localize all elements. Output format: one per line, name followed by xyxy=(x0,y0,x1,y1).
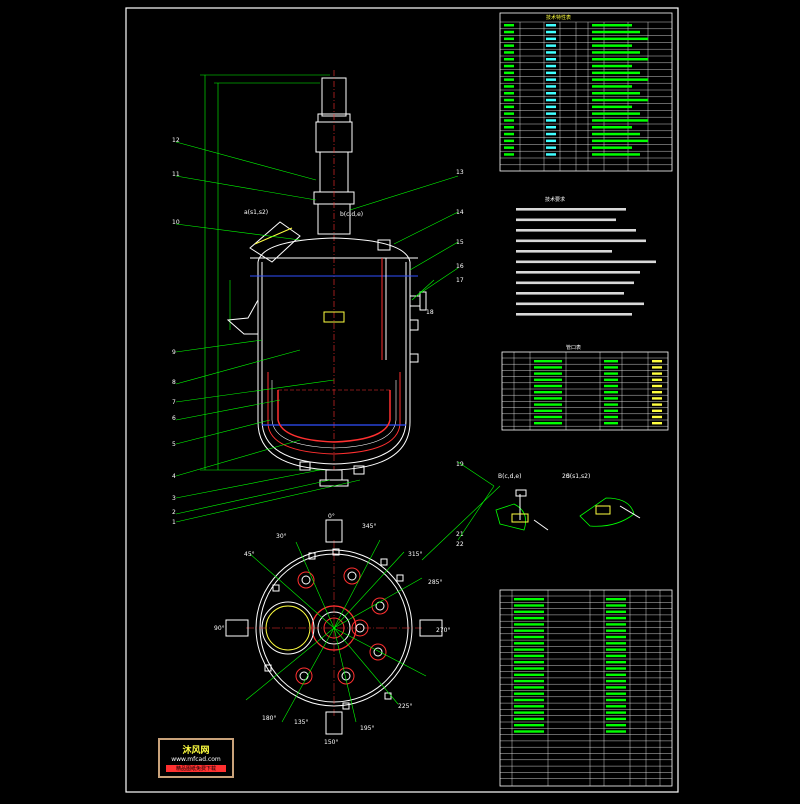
drawing-frame xyxy=(125,7,679,793)
part-number: 11 xyxy=(172,171,180,178)
detail-s: S(s1,s2) xyxy=(566,473,641,527)
part-number: 18 xyxy=(426,309,434,316)
part-number: 12 xyxy=(172,137,180,144)
vessel-elevation xyxy=(200,70,427,487)
part-number: 15 xyxy=(456,239,464,246)
nozzle-table: 管口表 xyxy=(501,344,669,431)
part-number: 10 xyxy=(172,219,180,226)
parts-list xyxy=(499,589,673,787)
part-number: 14 xyxy=(456,209,464,216)
part-number: 1 xyxy=(172,519,176,526)
plan-leaders xyxy=(245,539,427,723)
angle-label: 150° xyxy=(324,739,338,746)
vessel-plan-view xyxy=(225,519,443,735)
tech-req-title: 技术要求 xyxy=(545,196,565,203)
detail-s-label: S(s1,s2) xyxy=(566,473,590,480)
part-number: 19 xyxy=(456,461,464,468)
part-number: 13 xyxy=(456,169,464,176)
part-number: 4 xyxy=(172,473,176,480)
angle-label: 90° xyxy=(214,625,225,632)
angle-label: 270° xyxy=(436,627,450,634)
section-b-label: b(c,d,e) xyxy=(340,211,363,218)
part-number: 5 xyxy=(172,441,176,448)
part-number: 9 xyxy=(172,349,176,356)
part-number: 2 xyxy=(172,509,176,516)
tech-params-title: 技术特性表 xyxy=(546,14,571,21)
logo-title: 沐风网 xyxy=(182,746,210,756)
tech-params-table: 技术特性表 xyxy=(499,12,673,172)
angle-label: 180° xyxy=(262,715,276,722)
logo-sub: 精品图纸免费下载 xyxy=(166,765,226,772)
nozzle-table-title: 管口表 xyxy=(566,344,581,351)
leader-lines-left xyxy=(175,141,459,523)
angle-label: 225° xyxy=(398,703,412,710)
part-number: 17 xyxy=(456,277,464,284)
part-number: 3 xyxy=(172,495,176,502)
angle-label: 285° xyxy=(428,579,442,586)
part-number: 16 xyxy=(456,263,464,270)
detail-b: B(c,d,e) xyxy=(495,473,549,531)
angle-label: 45° xyxy=(244,551,255,558)
angle-label: 195° xyxy=(360,725,374,732)
part-number: 21 xyxy=(456,531,464,538)
detail-b-label: B(c,d,e) xyxy=(498,473,521,480)
part-number: 7 xyxy=(172,399,176,406)
logo-url: www.mfcad.com xyxy=(171,756,221,763)
angle-labels: 0° 30° 45° 90° 135° 150° 180° 225° 270° 285° 315° 3… xyxy=(214,513,450,746)
angle-label: 30° xyxy=(276,533,287,540)
angle-label: 315° xyxy=(408,551,422,558)
part-number: 6 xyxy=(172,415,176,422)
part-number: 20 xyxy=(562,473,570,480)
part-number: 22 xyxy=(456,541,464,548)
angle-label: 345° xyxy=(362,523,376,530)
angle-label: 135° xyxy=(294,719,308,726)
tech-requirements: 技术要求 xyxy=(516,196,656,316)
logo-stamp: 沐风网 www.mfcad.com 精品图纸免费下载 xyxy=(158,738,234,778)
part-number: 8 xyxy=(172,379,176,386)
angle-label: 0° xyxy=(328,513,335,520)
section-s-label: a(s1,s2) xyxy=(244,209,268,216)
